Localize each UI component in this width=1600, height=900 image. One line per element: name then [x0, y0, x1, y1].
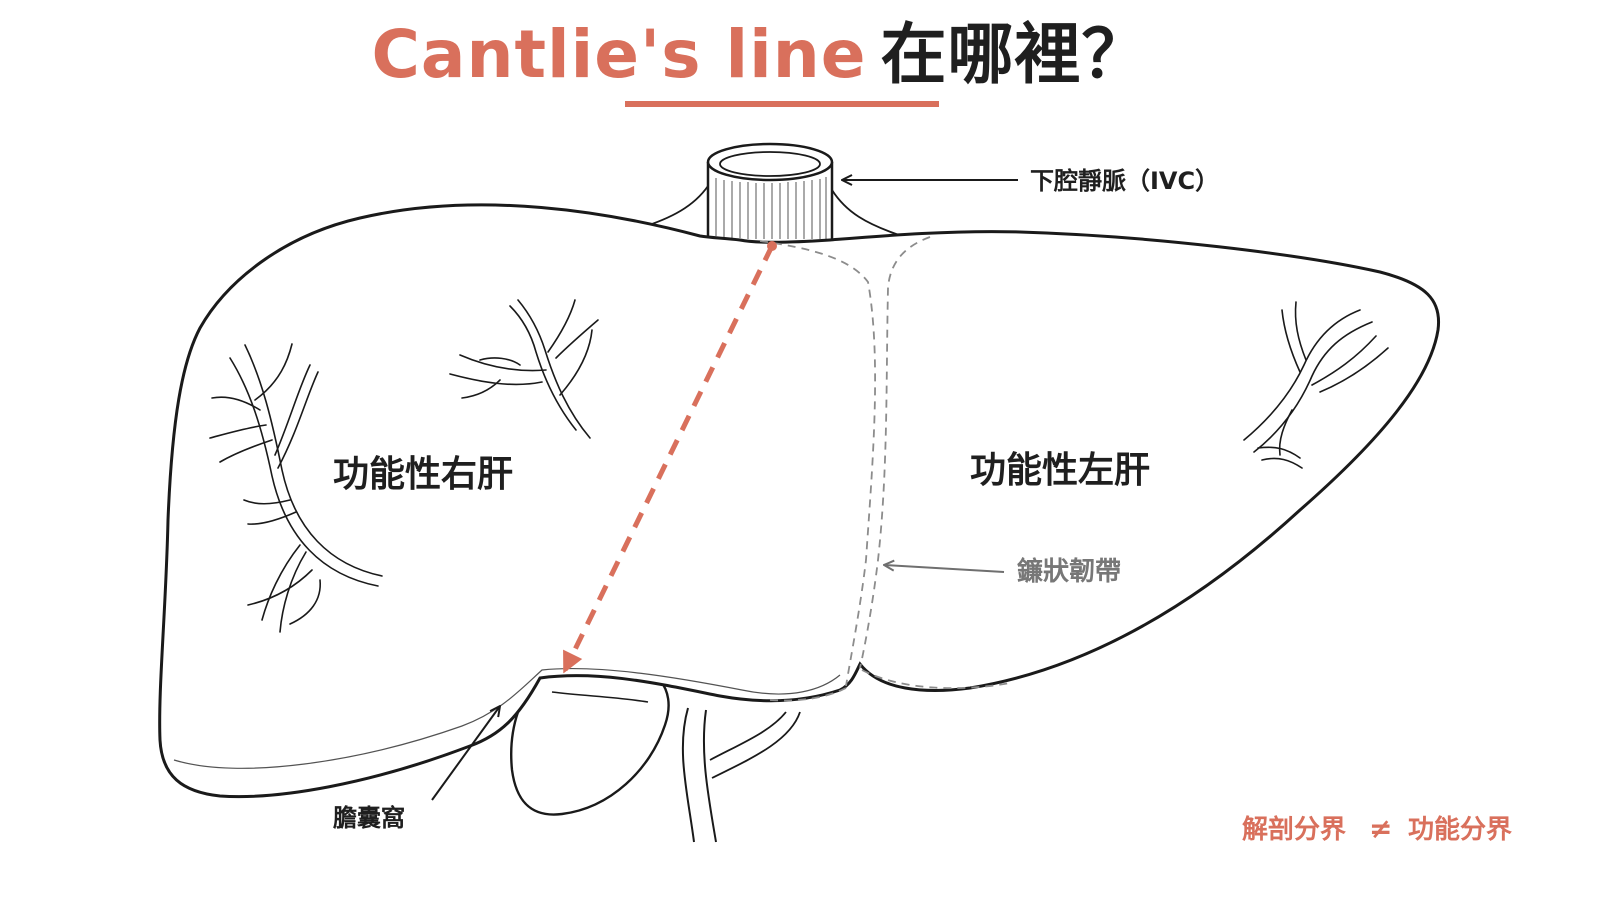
title-underline	[625, 101, 939, 107]
ivc-label: 下腔靜脈（IVC）	[1030, 167, 1219, 195]
footnote-left: 解剖分界	[1242, 814, 1346, 845]
center-lobe-vessels	[449, 299, 599, 439]
footnote-right: 功能分界	[1408, 814, 1512, 845]
inner-rim	[173, 668, 841, 769]
left-lobe-vessels	[1243, 301, 1389, 469]
right-lobe-label: 功能性右肝	[333, 454, 513, 495]
falciform-ligament-label: 鐮狀韌帶	[1017, 556, 1121, 587]
ivc-vessel	[639, 142, 903, 240]
falciform-arrow	[884, 565, 1005, 573]
liver-outline	[158, 203, 1441, 799]
falciform-ligament	[759, 236, 1011, 702]
gallbladder	[510, 670, 801, 843]
footnote-not-equal: ≠	[1369, 812, 1392, 845]
cantlie-line-start	[767, 241, 777, 251]
title-english: Cantlie's line	[371, 16, 867, 93]
left-lobe-label: 功能性左肝	[970, 450, 1150, 491]
gallbladder-fossa-label: 膽囊窩	[333, 804, 405, 832]
title-chinese: 在哪裡？	[880, 16, 1149, 93]
cantlie-line	[562, 244, 775, 670]
gallbladder-fossa-arrow	[431, 706, 500, 801]
right-lobe-vessels	[209, 343, 383, 633]
